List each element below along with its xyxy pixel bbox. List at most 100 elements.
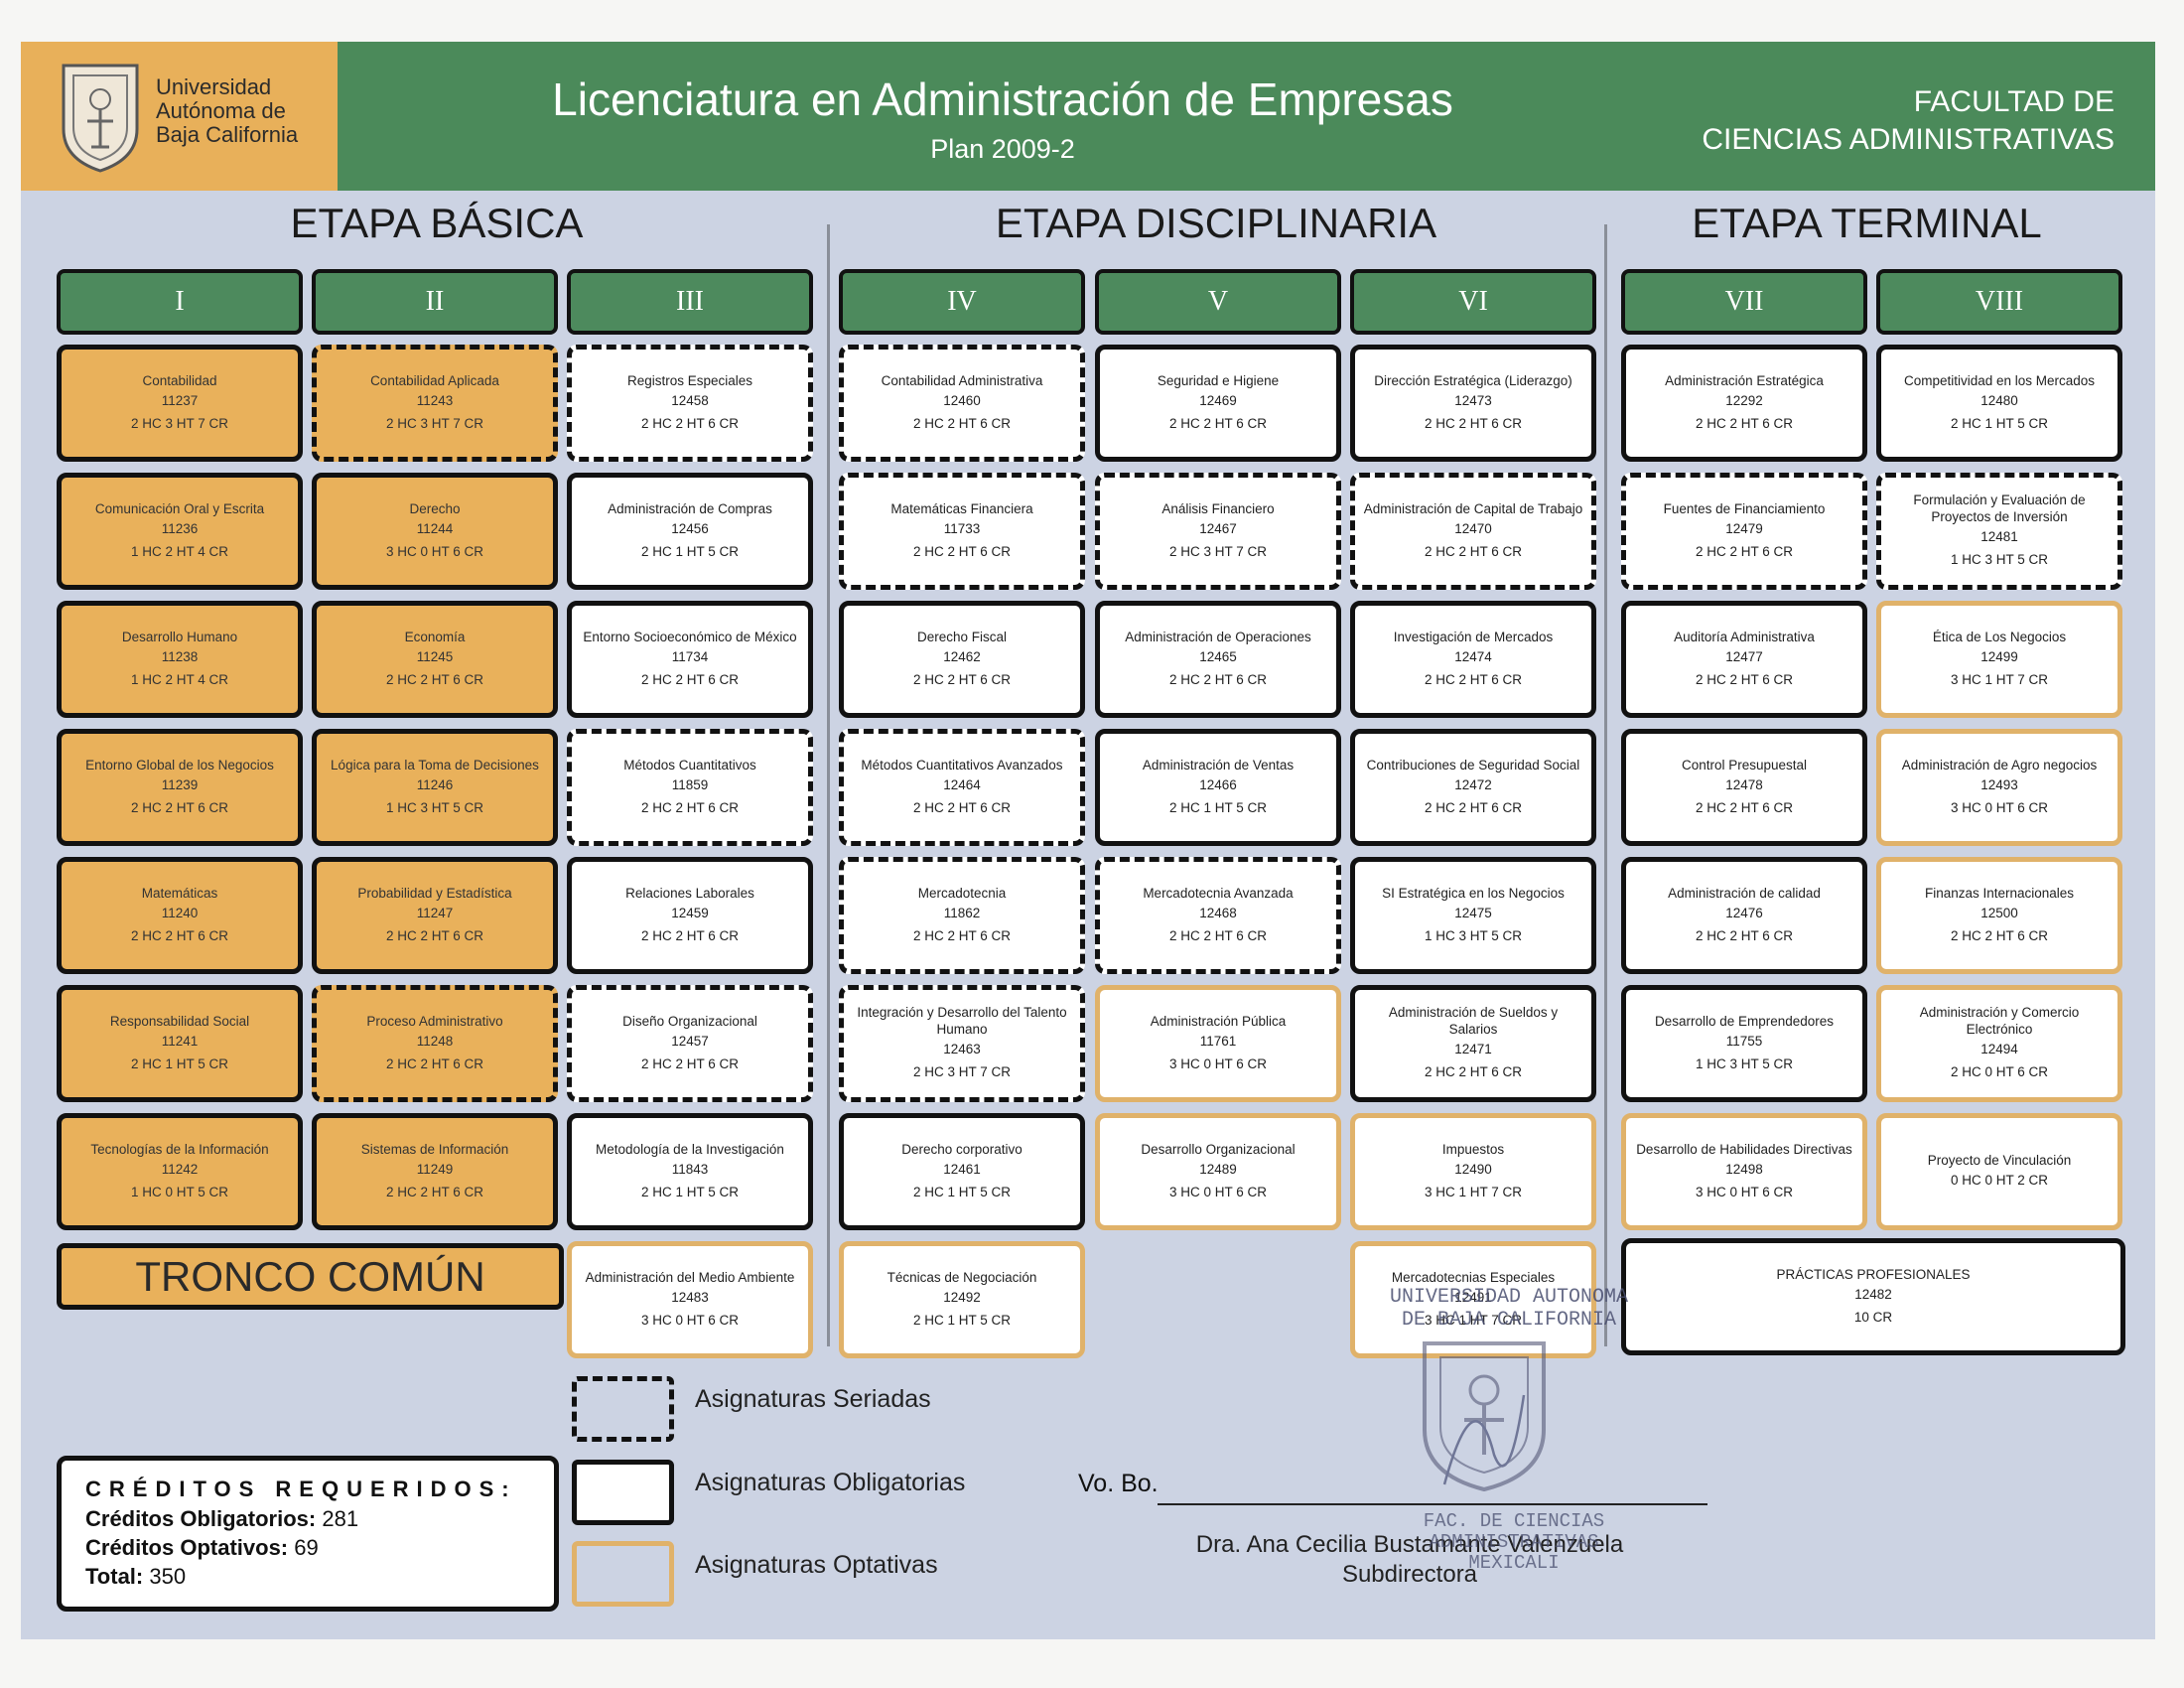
course-load: 2 HC 2 HT 6 CR <box>640 671 740 687</box>
semester-header: II <box>312 269 558 335</box>
course-code: 11237 <box>161 392 199 408</box>
credits-mandatory-value: 281 <box>322 1506 359 1531</box>
course-load: 2 HC 2 HT 6 CR <box>640 799 740 815</box>
course-load: 2 HC 2 HT 6 CR <box>1424 671 1523 687</box>
signature-line <box>1158 1503 1707 1505</box>
course-code: 12476 <box>1725 905 1763 920</box>
course-code: 12492 <box>943 1289 981 1305</box>
course-name: Matemáticas Financiera <box>890 500 1033 516</box>
course-code: 11242 <box>161 1161 199 1177</box>
course-code: 11241 <box>161 1033 199 1049</box>
course-code: 11239 <box>161 776 199 792</box>
faculty-name: FACULTAD DE CIENCIAS ADMINISTRATIVAS <box>1608 83 2115 159</box>
semester-header: I <box>57 269 303 335</box>
course-code: 11244 <box>416 520 454 536</box>
legend-obligatorias-label: Asignaturas Obligatorias <box>695 1469 966 1496</box>
course-load: 2 HC 2 HT 6 CR <box>1424 543 1523 559</box>
course-load: 2 HC 2 HT 6 CR <box>640 1055 740 1071</box>
course-name: Dirección Estratégica (Liderazgo) <box>1374 372 1572 388</box>
course-load: 3 HC 1 HT 7 CR <box>1424 1312 1523 1328</box>
course-load: 2 HC 2 HT 6 CR <box>1424 1064 1523 1079</box>
course-name: Formulación y Evaluación de Proyectos de… <box>1913 492 2086 524</box>
course-name: Desarrollo Humano <box>121 629 238 644</box>
credits-mandatory: Créditos Obligatorios: 281 <box>85 1506 359 1531</box>
course-code: 12472 <box>1454 776 1492 792</box>
course-load: 3 HC 0 HT 6 CR <box>1695 1184 1794 1199</box>
course-code: 11843 <box>671 1161 709 1177</box>
course-name: Desarrollo de Emprendedores <box>1654 1013 1835 1029</box>
course-code: 11733 <box>943 520 981 536</box>
course-load: 2 HC 2 HT 6 CR <box>1695 927 1794 943</box>
course-name: Contribuciones de Seguridad Social <box>1366 757 1580 773</box>
course-load: 2 HC 2 HT 6 CR <box>1424 415 1523 431</box>
course-code: 12462 <box>943 648 981 664</box>
university-seal-icon <box>62 64 139 173</box>
course-code: 12475 <box>1454 905 1492 920</box>
course-cell: Matemáticas Financiera 11733 2 HC 2 HT 6 C… <box>839 473 1085 590</box>
course-load: 2 HC 3 HT 7 CR <box>130 415 229 431</box>
course-load: 2 HC 2 HT 6 CR <box>912 543 1012 559</box>
course-code: 12461 <box>943 1161 981 1177</box>
course-code: 11761 <box>1199 1033 1237 1049</box>
credits-total-value: 350 <box>149 1564 187 1589</box>
course-name: Investigación de Mercados <box>1393 629 1554 644</box>
course-load: 2 HC 3 HT 7 CR <box>385 415 484 431</box>
course-load: 2 HC 3 HT 7 CR <box>1168 543 1268 559</box>
course-load: 2 HC 1 HT 5 CR <box>640 1184 740 1199</box>
course-load: 3 HC 0 HT 6 CR <box>640 1312 740 1328</box>
course-name: Ética de Los Negocios <box>1932 629 2067 644</box>
course-name: Desarrollo Organizacional <box>1141 1141 1296 1157</box>
program-title: Licenciatura en Administración de Empres… <box>552 73 1453 125</box>
course-code: 12478 <box>1725 776 1763 792</box>
course-name: Derecho corporativo <box>901 1141 1023 1157</box>
course-code: 12457 <box>671 1033 709 1049</box>
course-load: 1 HC 2 HT 4 CR <box>130 671 229 687</box>
plan-label: Plan 2009-2 <box>930 134 1075 164</box>
course-code: 11755 <box>1725 1033 1763 1049</box>
course-load: 1 HC 3 HT 5 CR <box>385 799 484 815</box>
course-code: 12480 <box>1980 392 2018 408</box>
course-code: 12468 <box>1199 905 1237 920</box>
course-code: 12469 <box>1199 392 1237 408</box>
course-code: 11734 <box>671 648 709 664</box>
course-name: Metodología de la Investigación <box>596 1141 784 1157</box>
course-load: 2 HC 2 HT 6 CR <box>912 799 1012 815</box>
course-name: Probabilidad y Estadística <box>357 885 512 901</box>
signatory-role: Subdirectora <box>1341 1561 1478 1588</box>
course-load: 2 HC 2 HT 6 CR <box>1424 799 1523 815</box>
course-load: 1 HC 0 HT 5 CR <box>130 1184 229 1199</box>
course-name: Análisis Financiero <box>1161 500 1275 516</box>
course-code: 12458 <box>671 392 709 408</box>
course-name: Métodos Cuantitativos Avanzados <box>861 757 1063 773</box>
course-name: Mercadotecnias Especiales <box>1391 1269 1556 1285</box>
course-name: Mercadotecnia <box>917 885 1007 901</box>
course-name: Administración Pública <box>1150 1013 1287 1029</box>
course-load: 2 HC 2 HT 6 CR <box>1695 543 1794 559</box>
